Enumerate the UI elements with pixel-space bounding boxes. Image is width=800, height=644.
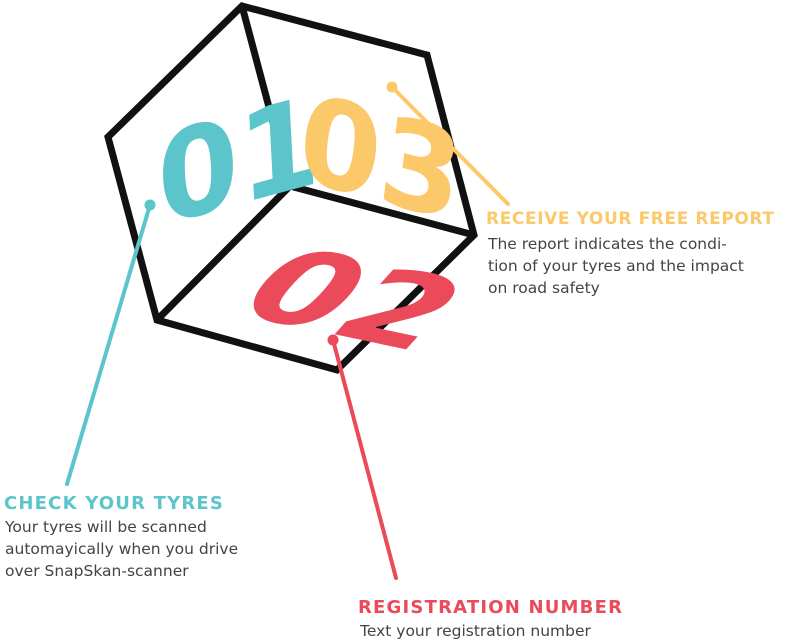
- cube-silhouette: [104, 2, 478, 374]
- cube-inner-edge-left: [154, 183, 293, 323]
- cube-outline: [104, 2, 478, 374]
- step-registration-title: REGISTRATION NUMBER: [358, 597, 624, 618]
- face-number-03: 03: [291, 67, 469, 250]
- description-line: Text your registration number: [360, 622, 591, 640]
- step-free-report-title: RECEIVE YOUR FREE REPORT: [486, 209, 775, 229]
- step-registration-description: Text your registration number: [360, 620, 591, 642]
- step-check-tyres-title: CHECK YOUR TYRES: [4, 493, 225, 514]
- description-line: tion of your tyres and the impact: [488, 257, 744, 275]
- pointer-dot: [144, 199, 156, 211]
- pointer-free-report: [386, 81, 510, 206]
- pointer-dot: [386, 81, 398, 93]
- step-check-tyres-description: Your tyres will be scanned automayically…: [5, 516, 238, 582]
- description-line: on road safety: [488, 279, 600, 297]
- description-line: over SnapSkan-scanner: [5, 562, 189, 580]
- description-line: automayically when you drive: [5, 540, 239, 558]
- pointer-dot: [327, 334, 339, 346]
- pointer-registration: [327, 334, 398, 580]
- step-free-report-description: The report indicates the condi- tion of …: [488, 233, 744, 299]
- description-line: The report indicates the condi-: [488, 235, 727, 253]
- pointer-check-tyres: [65, 199, 156, 486]
- description-line: Your tyres will be scanned: [5, 518, 207, 536]
